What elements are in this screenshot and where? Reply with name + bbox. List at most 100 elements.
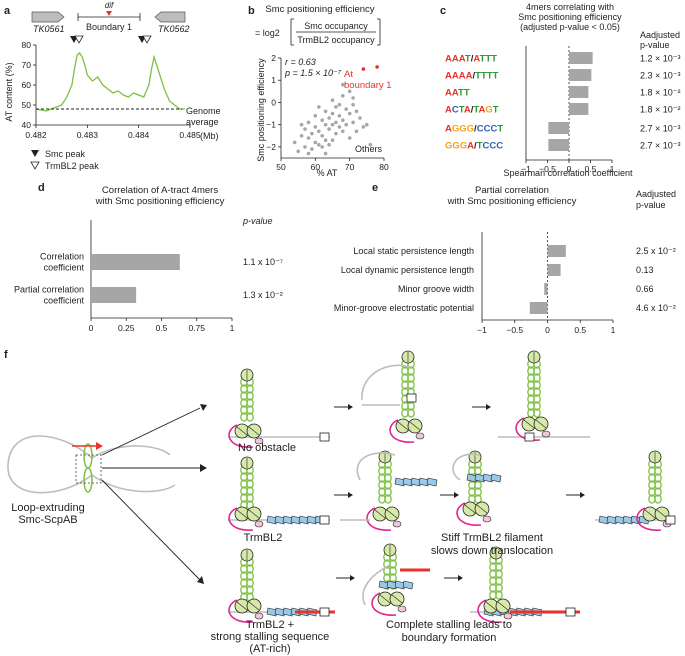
- panel-c-pvalues: 1.2 × 10⁻³2.3 × 10⁻³1.8 × 10⁻²1.8 × 10⁻²…: [640, 54, 681, 151]
- panel-a-xunit: (Mb): [200, 131, 219, 141]
- trmbl2-protein-icon: [386, 580, 398, 590]
- trmbl2-protein-icon: [598, 515, 610, 525]
- scatter-point: [313, 125, 318, 129]
- scatter-point: [330, 98, 335, 102]
- trmbl2-protein-icon: [290, 515, 302, 525]
- scatter-point: [347, 136, 352, 140]
- scatter-point: [313, 114, 318, 118]
- panel-c-kmer-labels: AAAT/ATTTAAAA/TTTTAATTACTA/TAGTAGGG/CCCT…: [445, 54, 503, 152]
- panel-e-category: Local dynamic persistence length: [341, 265, 474, 275]
- others-label: Others: [355, 144, 383, 154]
- kmer-bar: [569, 69, 592, 81]
- scatter-point: [341, 82, 345, 87]
- smc-complex-icon: [477, 546, 513, 623]
- smc-complex-icon: [636, 450, 672, 531]
- correlation-pvalue: 1.3 x 10⁻²: [243, 290, 283, 300]
- kmer-bar: [548, 122, 569, 134]
- trmbl2-protein-icon: [426, 477, 438, 487]
- panel-label-b: b: [248, 5, 255, 17]
- kmer-pvalue: 2.7 × 10⁻³: [640, 124, 681, 134]
- dif-site-box: [524, 432, 535, 442]
- smc-complex-icon: [456, 450, 492, 526]
- panel-b-xtick: 80: [379, 162, 389, 172]
- scatter-point: [327, 116, 331, 120]
- kmer-pvalue: 2.7 × 10⁻³: [640, 141, 681, 151]
- trmbl2-protein-icon: [282, 515, 294, 525]
- scatter-point: [361, 125, 366, 129]
- scatter-point: [299, 134, 304, 138]
- smc-complex-icon: [371, 543, 407, 616]
- scatter-point: [306, 151, 311, 156]
- panel-c-xtick: 0.5: [585, 164, 597, 174]
- scatter-point: [341, 94, 345, 98]
- scatter-point: [317, 142, 321, 147]
- trmbl2-protein-icon: [482, 473, 494, 483]
- trmbl2-protein-icon: [298, 515, 310, 525]
- dif-marker-icon: [106, 11, 112, 16]
- trmbl2-protein-icon: [282, 607, 294, 617]
- partial-correlation-pvalue: 2.5 x 10⁻²: [636, 246, 676, 256]
- scatter-point: [330, 138, 335, 142]
- boundary-point: [361, 67, 366, 71]
- panel-a-xtick: 0.484: [128, 130, 150, 140]
- scatter-point: [303, 145, 307, 149]
- panel-b-ytick: 1: [271, 75, 276, 85]
- panel-e-xtick: 1: [611, 325, 616, 335]
- panel-b: Smc positioning efficiency = log2 Smc oc…: [255, 4, 392, 178]
- kmer-bar: [569, 86, 589, 98]
- dif-label: dif: [105, 1, 114, 10]
- scatter-point: [323, 151, 328, 156]
- kmer-label: AGGG/CCCT: [445, 124, 503, 135]
- legend-smc-peak-label: Smc peak: [45, 149, 86, 159]
- dif-site-box: [319, 432, 330, 442]
- panel-b-xtick: 70: [345, 162, 355, 172]
- panel-d-xtick: 0: [89, 323, 94, 333]
- formula-numerator: Smc occupancy: [304, 21, 368, 31]
- scatter-point: [351, 102, 355, 107]
- gene-arrow-tk0561: [31, 11, 65, 23]
- panel-a-ytick: 50: [22, 100, 32, 110]
- dif-site-box: [319, 515, 330, 525]
- trmbl2-label: TrmBL2: [244, 532, 283, 544]
- smc-complex-icon: [228, 548, 264, 623]
- panel-b-ylabel: Smc positioning efficiency: [256, 58, 266, 162]
- scatter-point: [323, 138, 328, 142]
- partial-correlation-pvalue: 4.6 x 10⁻²: [636, 303, 676, 313]
- chromosome-loop: [7, 435, 93, 494]
- scatter-point: [313, 140, 318, 145]
- trmbl2-protein-icon: [394, 477, 406, 487]
- kmer-label: AATT: [445, 88, 470, 99]
- scatter-point: [334, 105, 338, 109]
- scatter-point: [320, 118, 325, 122]
- trmbl2-protein-icon: [402, 580, 414, 590]
- red-direction-arrow-icon: [96, 442, 103, 450]
- partial-correlation-bar: [529, 302, 548, 314]
- trmbl2-protein-icon: [622, 515, 634, 525]
- trmbl2-peak-marker-icon: [142, 35, 152, 44]
- dif-site-box: [565, 607, 576, 617]
- scatter-point: [351, 120, 355, 125]
- panel-a-ylabel: AT content (%): [4, 62, 14, 121]
- kmer-pvalue: 1.8 × 10⁻²: [640, 105, 681, 115]
- scatter-point: [337, 125, 342, 129]
- panel-e-xtick: 0.5: [574, 325, 586, 335]
- scatter-point: [323, 109, 328, 114]
- panel-b-xtick: 60: [311, 162, 321, 172]
- trmbl2-protein-icon: [606, 515, 618, 525]
- boundary-label: Boundary 1: [86, 22, 132, 32]
- kmer-label: AAAA/TTTT: [445, 71, 499, 82]
- trmbl2-protein-icon: [266, 515, 278, 525]
- panel-a-xtick: 0.482: [25, 130, 47, 140]
- scatter-point: [347, 89, 352, 94]
- panel-a-ytick: 40: [22, 120, 32, 130]
